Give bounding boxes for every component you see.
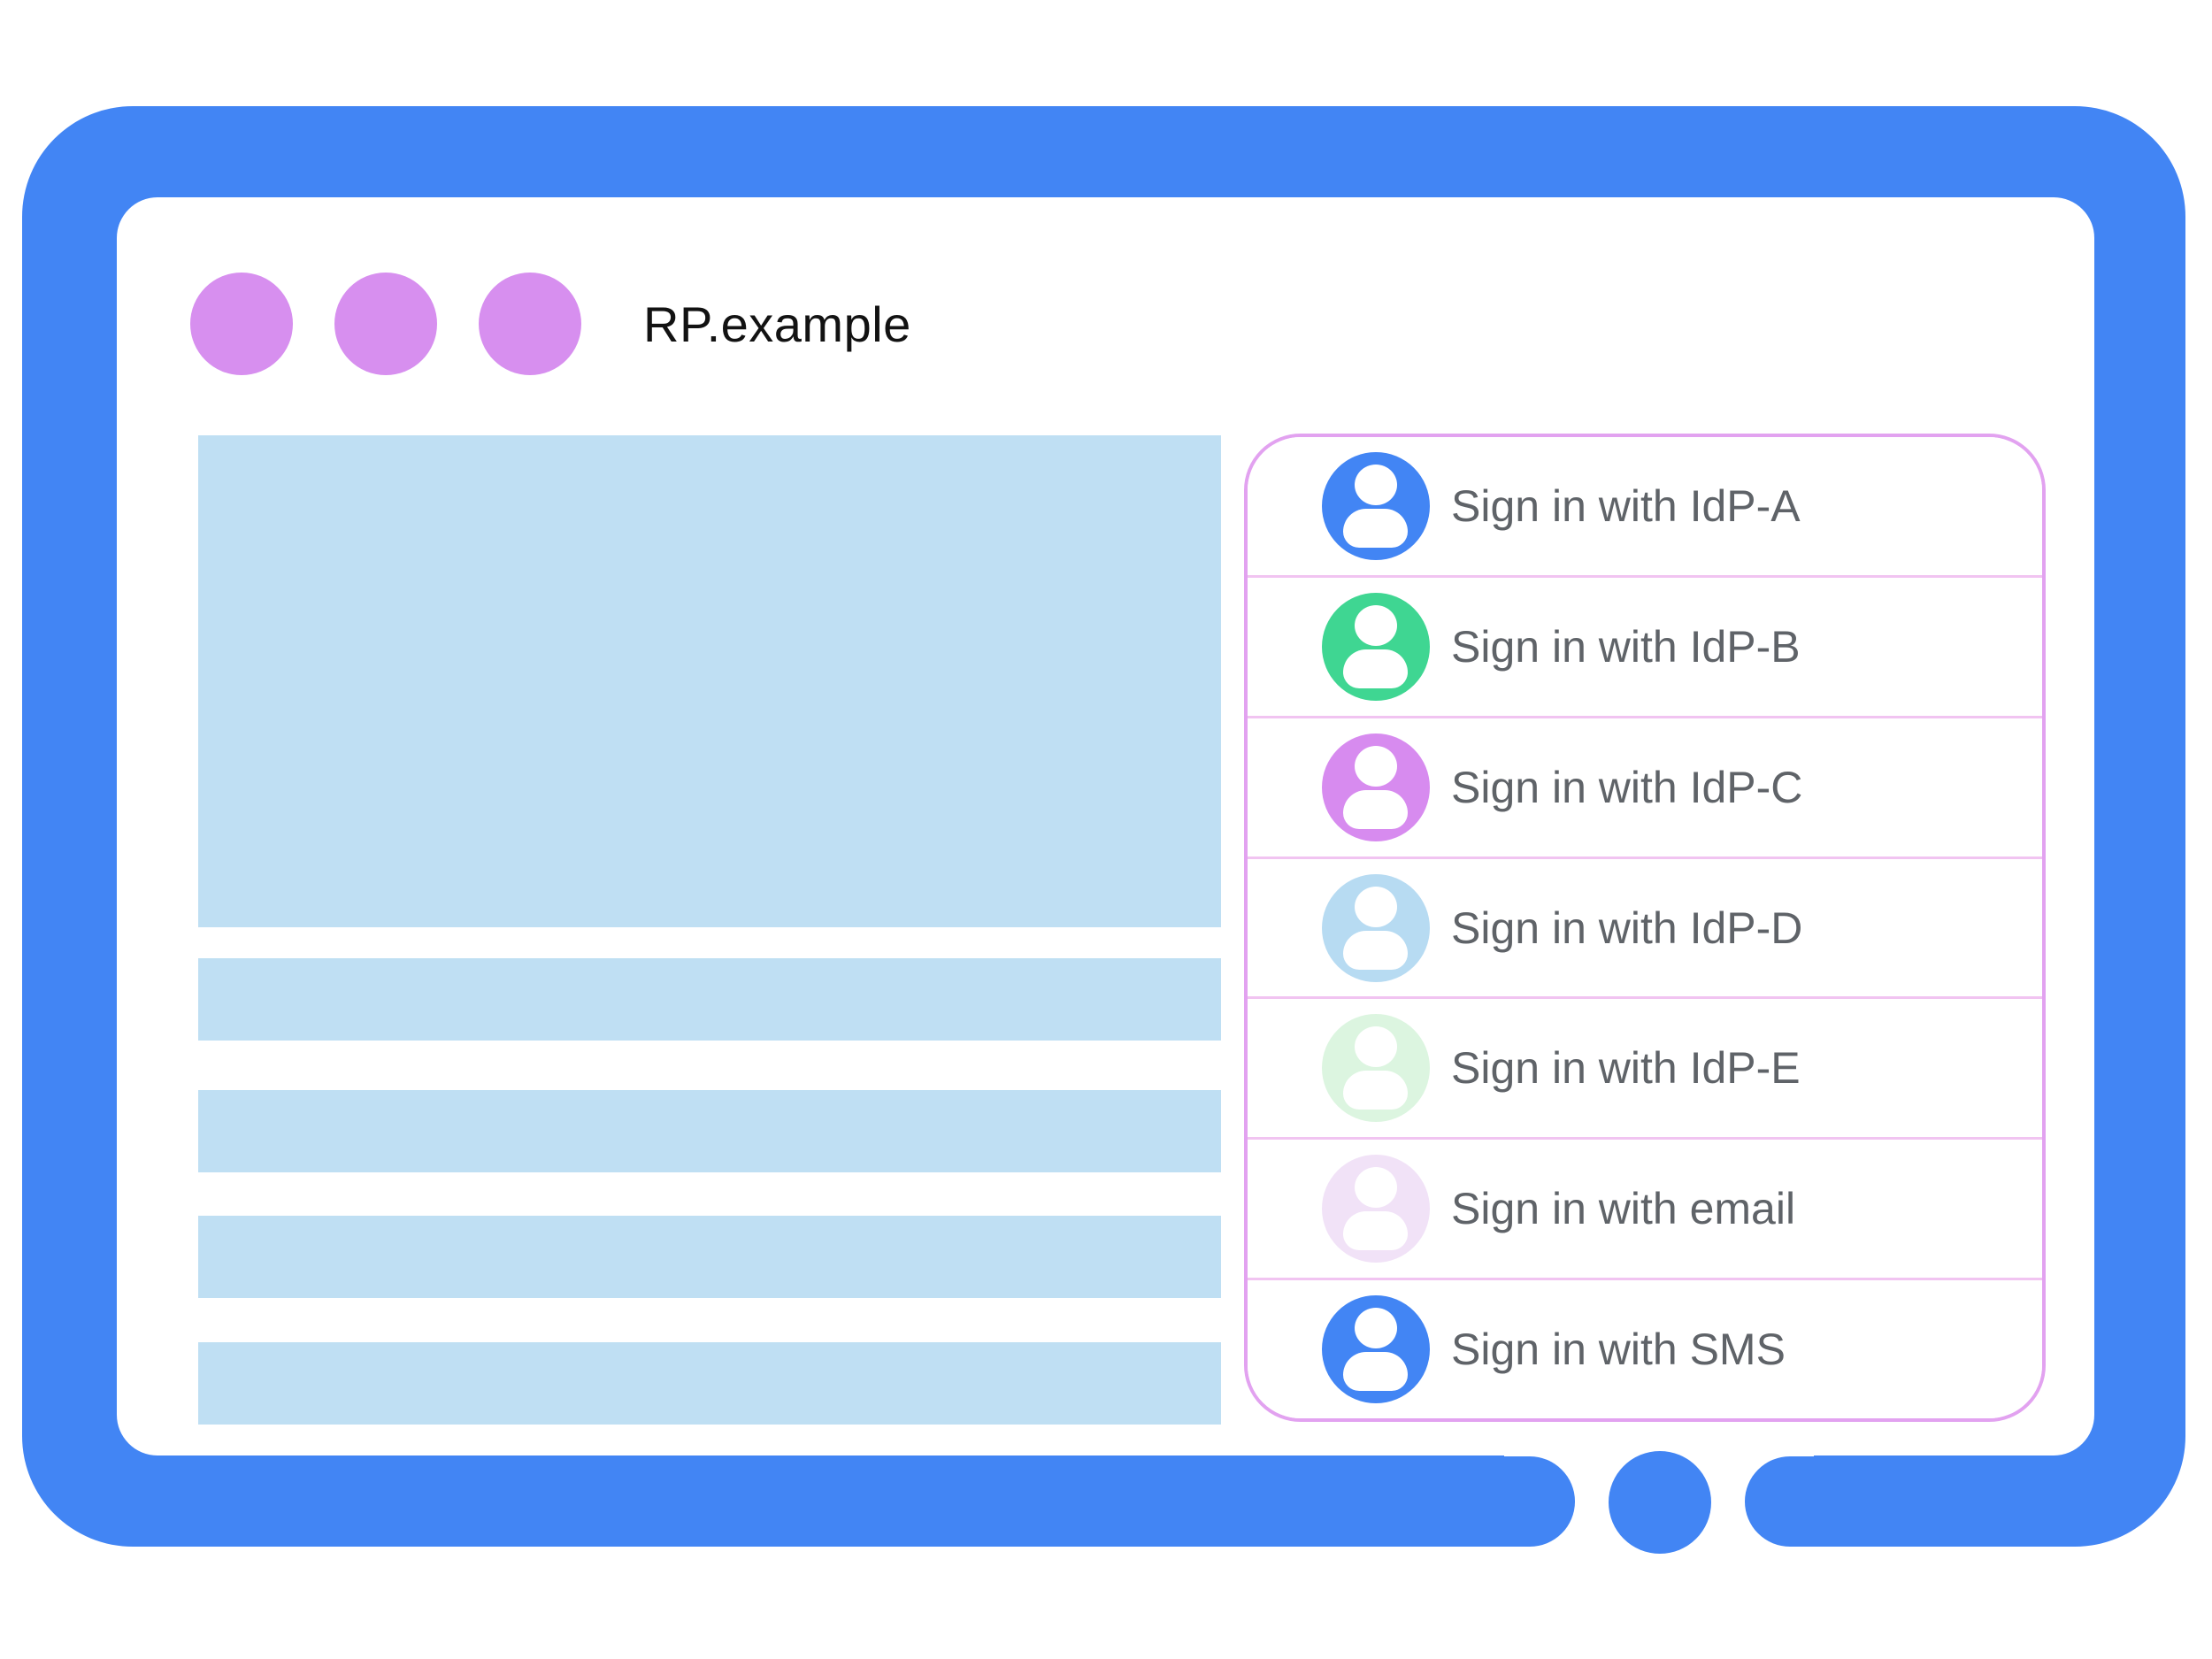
avatar-torso-shape <box>1343 1211 1408 1251</box>
frame-bottom-bar-right-cap <box>1745 1456 1886 1547</box>
user-avatar-icon <box>1322 733 1430 841</box>
signin-option-idp-c[interactable]: Sign in with IdP-C <box>1248 715 2042 856</box>
signin-option-label: Sign in with IdP-B <box>1451 621 1801 672</box>
avatar-head-shape <box>1355 745 1397 787</box>
avatar-torso-shape <box>1343 649 1408 688</box>
signin-option-email[interactable]: Sign in with email <box>1248 1137 2042 1279</box>
user-avatar-icon <box>1322 1295 1430 1404</box>
signin-option-label: Sign in with IdP-D <box>1451 902 1803 953</box>
content-placeholder-bar <box>198 1090 1221 1172</box>
home-button[interactable] <box>1609 1451 1711 1554</box>
window-control-dot <box>334 273 437 375</box>
avatar-torso-shape <box>1343 789 1408 829</box>
window-control-dot <box>190 273 293 375</box>
user-avatar-icon <box>1322 1155 1430 1263</box>
signin-option-idp-d[interactable]: Sign in with IdP-D <box>1248 856 2042 997</box>
signin-option-idp-a[interactable]: Sign in with IdP-A <box>1248 437 2042 575</box>
signin-account-chooser-panel: Sign in with IdP-A Sign in with IdP-B Si… <box>1244 434 2046 1422</box>
window-control-dot <box>479 273 581 375</box>
signin-option-idp-e[interactable]: Sign in with IdP-E <box>1248 996 2042 1138</box>
signin-option-label: Sign in with IdP-A <box>1451 480 1801 531</box>
avatar-head-shape <box>1355 1308 1397 1349</box>
avatar-torso-shape <box>1343 1352 1408 1392</box>
avatar-head-shape <box>1355 1167 1397 1209</box>
user-avatar-icon <box>1322 873 1430 982</box>
signin-option-label: Sign in with IdP-C <box>1451 762 1803 812</box>
content-placeholder-bar <box>198 1342 1221 1425</box>
content-placeholder-hero <box>198 435 1221 927</box>
signin-option-label: Sign in with email <box>1451 1184 1796 1234</box>
frame-bottom-bar-left-cap <box>1433 1456 1575 1547</box>
signin-option-label: Sign in with SMS <box>1451 1325 1786 1375</box>
avatar-head-shape <box>1355 464 1397 505</box>
page-title: RP.example <box>643 296 911 352</box>
content-placeholder-bar <box>198 958 1221 1041</box>
signin-option-sms[interactable]: Sign in with SMS <box>1248 1278 2042 1418</box>
avatar-torso-shape <box>1343 508 1408 548</box>
avatar-head-shape <box>1355 1026 1397 1068</box>
signin-option-idp-b[interactable]: Sign in with IdP-B <box>1248 574 2042 716</box>
avatar-head-shape <box>1355 604 1397 646</box>
signin-option-label: Sign in with IdP-E <box>1451 1043 1801 1094</box>
user-avatar-icon <box>1322 592 1430 701</box>
user-avatar-icon <box>1322 451 1430 560</box>
content-placeholder-bar <box>198 1216 1221 1298</box>
avatar-head-shape <box>1355 886 1397 927</box>
avatar-torso-shape <box>1343 1071 1408 1110</box>
user-avatar-icon <box>1322 1014 1430 1123</box>
avatar-torso-shape <box>1343 930 1408 970</box>
